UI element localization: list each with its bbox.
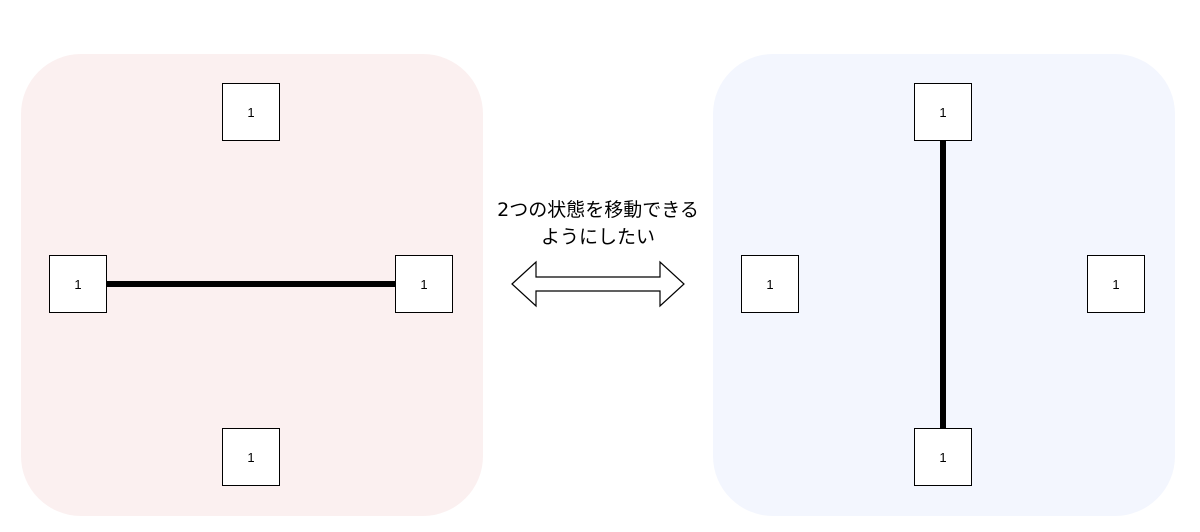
- caption-line-2: ようにしたい: [540, 226, 655, 248]
- left-node-right: 1: [395, 255, 453, 313]
- left-node-left: 1: [49, 255, 107, 313]
- left-horizontal-connector: [107, 281, 397, 287]
- diagram-caption: 2つの状態を移動できる ようにしたい: [466, 197, 730, 251]
- right-vertical-connector: [940, 140, 946, 430]
- right-node-left: 1: [741, 255, 799, 313]
- double-headed-arrow-icon: [511, 260, 685, 308]
- right-node-top: 1: [914, 83, 972, 141]
- left-node-bottom: 1: [222, 428, 280, 486]
- caption-line-1: 2つの状態を移動できる: [497, 199, 699, 221]
- right-node-bottom: 1: [914, 428, 972, 486]
- left-node-top: 1: [222, 83, 280, 141]
- right-node-right: 1: [1087, 255, 1145, 313]
